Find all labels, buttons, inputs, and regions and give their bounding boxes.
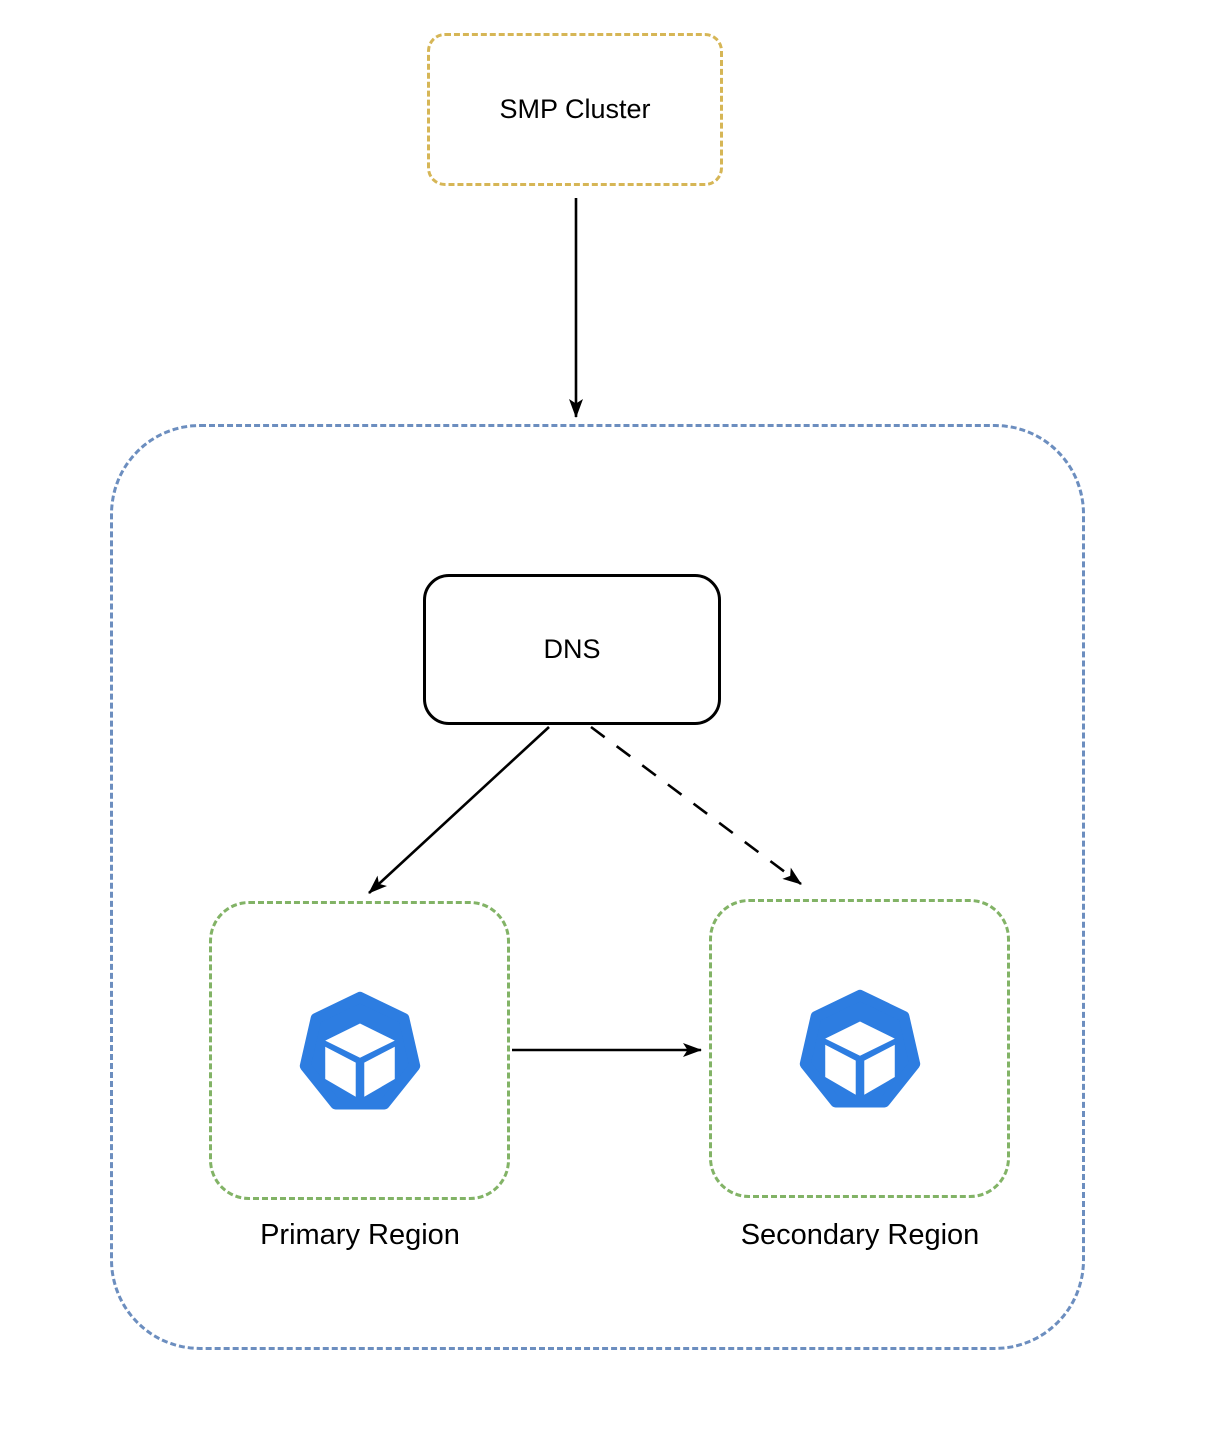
- smp-cluster-node: SMP Cluster: [427, 33, 723, 186]
- outer-region-container: [110, 424, 1085, 1350]
- cluster-cube-icon: [799, 989, 920, 1107]
- primary-region-label: Primary Region: [260, 1219, 460, 1251]
- dns-label: DNS: [543, 634, 601, 664]
- smp-cluster-label: SMP Cluster: [499, 94, 651, 124]
- secondary-region-label: Secondary Region: [740, 1219, 980, 1251]
- dns-node: DNS: [423, 574, 721, 725]
- primary-region-node: [209, 901, 510, 1200]
- secondary-region-node: [709, 899, 1010, 1198]
- cluster-cube-icon: [299, 991, 420, 1109]
